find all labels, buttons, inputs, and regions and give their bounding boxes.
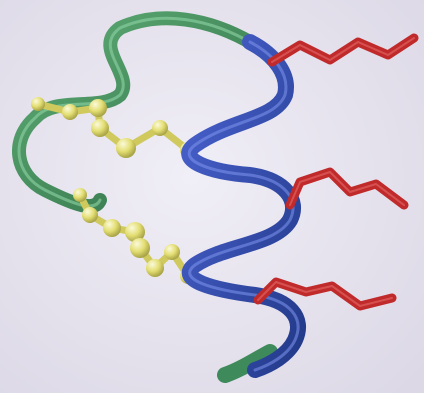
molecule-svg [0,0,424,393]
molecule-render [0,0,424,393]
